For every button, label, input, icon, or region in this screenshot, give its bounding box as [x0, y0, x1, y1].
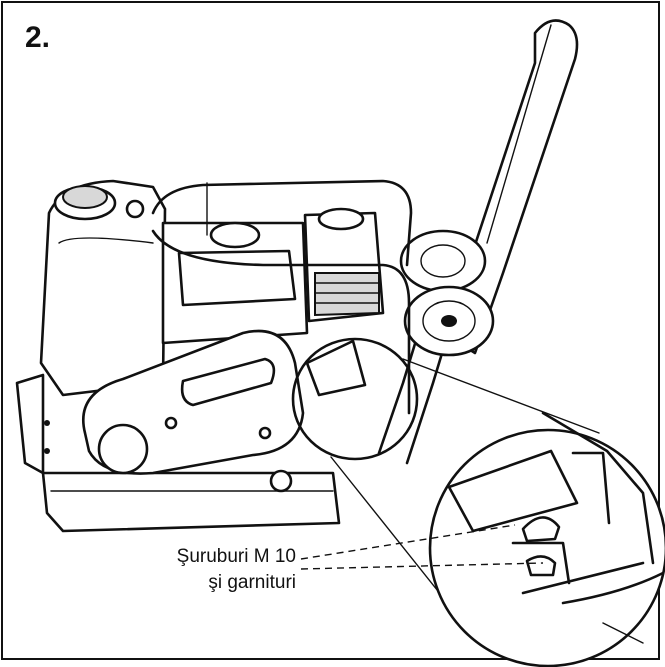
- callout-line2: şi garnituri: [208, 572, 296, 593]
- engine-body: [161, 182, 385, 345]
- step-number: 2.: [25, 21, 51, 54]
- detail-source-circle: [291, 337, 419, 461]
- callout-leaders: [300, 524, 544, 570]
- protection-frame: [151, 179, 413, 415]
- plate-compactor-illustration: [15, 19, 665, 667]
- fuel-tank: [39, 179, 167, 397]
- transport-wheels: [399, 229, 495, 357]
- bolts-callout: Şuruburi M 10 şi garnituri: [131, 544, 296, 596]
- detail-magnified-view: [428, 411, 665, 667]
- belt-guard: [82, 329, 305, 493]
- callout-line1: Şuruburi M 10: [176, 546, 296, 567]
